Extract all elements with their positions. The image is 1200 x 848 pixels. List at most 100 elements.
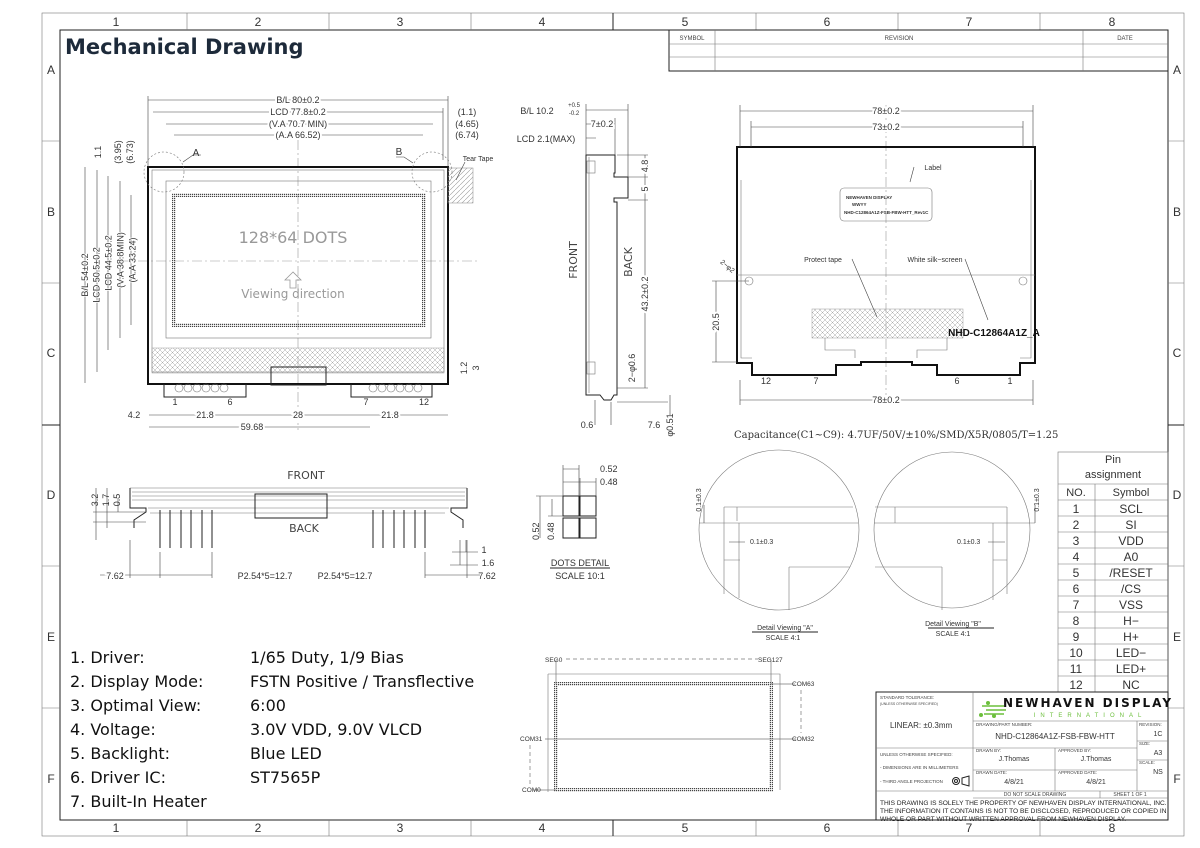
back-view-label: Label <box>924 165 942 172</box>
dots-detail-dims-0: 0.52 <box>600 464 618 474</box>
front-view-dots: 128*64 DOTS <box>239 228 348 247</box>
title-block-approved-date: 4/8/21 <box>1086 779 1106 786</box>
front-view-tear-tape: Tear Tape <box>463 156 494 163</box>
title-block-projection: - THIRD ANGLE PROJECTION <box>880 779 943 784</box>
grid-rows-0: A <box>1173 63 1181 77</box>
dots-detail-dims-1: 0.48 <box>600 477 618 487</box>
pin-assignment-headers-0: NO. <box>1066 487 1086 499</box>
front-view-bottom-dims-0: 4.2 <box>128 410 141 420</box>
pin-symbol: LED+ <box>1116 662 1146 676</box>
back-view-capacitance: Capacitance(C1~C9): 4.7UF/50V/±10%/SMD/X… <box>734 430 1058 441</box>
pin-symbol: A0 <box>1124 550 1139 564</box>
front-view-off-aa: (6.74) <box>455 130 479 140</box>
detail-a-dim2: 0.1±0.3 <box>696 488 703 511</box>
back-view-pins-3: 1 <box>1007 376 1012 386</box>
pin-number: 5 <box>1073 566 1080 580</box>
side-view-dims-1: 5 <box>640 186 650 191</box>
detail-a-title: Detail Viewing "A" <box>757 625 813 632</box>
front-view-bottom-dims-1: 21.8 <box>196 410 214 420</box>
front-view-top-2: (3.95) <box>113 140 123 164</box>
back-view-holes: 2−φ2 <box>718 259 735 275</box>
title-block-approved-by-label: APPROVED BY: <box>1058 748 1091 753</box>
bottom-view-dims-4: 1 <box>481 545 486 555</box>
side-view-lcd: LCD 2.1(MAX) <box>517 134 576 144</box>
dots-detail-dims-3: 0.48 <box>546 522 556 540</box>
bottom-view-dims-2: P2.54*5=12.7 <box>318 571 373 581</box>
pin-number: 3 <box>1073 534 1080 548</box>
newhaven-logo-icon <box>979 701 1006 718</box>
title-block-no-scale: DO NOT SCALE DRAWING <box>1004 792 1067 798</box>
front-view-aa-height: (A.A 33.24) <box>128 237 138 282</box>
front-view-bottom-dims-2: 28 <box>293 410 303 420</box>
pin-number: 12 <box>1069 678 1083 692</box>
grid-columns-0: 1 <box>113 15 120 29</box>
pin-symbol: VDD <box>1118 534 1144 548</box>
front-view-va-width: (V.A 70.7 MIN) <box>269 119 327 129</box>
product-label: NEWHAVEN DISPLAY WWYY NHD-C12864A1Z-FSB-… <box>844 195 929 215</box>
front-view-viewing: Viewing direction <box>241 287 344 301</box>
pin-number: 10 <box>1069 646 1083 660</box>
grid-columns-6: 7 <box>966 15 973 29</box>
side-view-bl-thick: B/L 10.2 <box>520 106 553 116</box>
detail-b-title: Detail Viewing "B" <box>925 621 981 628</box>
back-view-h: 20.5 <box>711 313 721 331</box>
grid-columns-2: 3 <box>397 15 404 29</box>
grid-columns-0: 1 <box>113 821 120 835</box>
front-view-pin-labels-0: 1 <box>172 397 177 407</box>
title-block-size: A3 <box>1154 750 1163 757</box>
front-view-pin-labels-1: 6 <box>227 397 232 407</box>
grid-rows-3: D <box>1173 488 1182 502</box>
back-view-silk-text: NHD-C12864A1Z_A <box>948 328 1040 339</box>
side-view-back: BACK <box>622 246 635 277</box>
detail-a-scale: SCALE 4:1 <box>766 635 801 642</box>
title-block-drawn-by-label: DRAWN BY: <box>976 748 1001 753</box>
tear-tape <box>447 167 474 204</box>
side-view-depth: 7±0.2 <box>591 119 613 129</box>
dots-detail-title: DOTS DETAIL <box>551 558 609 568</box>
title-block-revision: 1C <box>1154 731 1163 738</box>
side-view-bottom-0: 0.6 <box>581 420 594 430</box>
grid-columns-1: 2 <box>255 821 262 835</box>
spec-label: 7. Built-In Heater <box>70 792 207 811</box>
bottom-view-dims-3: 7.62 <box>478 571 496 581</box>
grid-columns-5: 6 <box>824 821 831 835</box>
spec-value: ST7565P <box>250 768 321 787</box>
grid-rows-4: E <box>47 630 55 644</box>
bottom-view-dims-1: P2.54*5=12.7 <box>238 571 293 581</box>
front-view-bl-height: B/L 54±0.2 <box>80 253 90 296</box>
title-block-tolerance-label: STANDARD TOLERANCE: <box>880 695 934 700</box>
segment-map-com0: COM0 <box>522 787 541 794</box>
front-view-right-dims-0: 1.2 <box>459 362 469 375</box>
segment-map-com63: COM63 <box>792 681 815 688</box>
front-view-bottom-dims-4: 59.68 <box>241 422 264 432</box>
revision-table-date: DATE <box>1117 36 1133 42</box>
spec-label: 6. Driver IC: <box>70 768 166 787</box>
back-view-label-lines-2: NHD-C12864A1Z-FSB-FBW-HTT_Rev1C <box>844 210 929 215</box>
title-block-revision-label: REVISION: <box>1139 722 1162 727</box>
back-view-pins-0: 12 <box>761 376 771 386</box>
front-view-pin-labels-2: 7 <box>363 397 368 407</box>
back-view: 78±0.2 73±0.2 78±0.2 Label Protect tape … <box>709 104 1058 441</box>
title-block-scale-label: SCALE: <box>1139 760 1155 765</box>
table-rule <box>1058 483 1168 692</box>
back-view-label-lines-0: NEWHAVEN DISPLAY <box>846 195 892 200</box>
title-block-scale: NS <box>1153 769 1163 776</box>
title-block-tolerance-sub: (UNLESS OTHERWISE SPECIFIED) <box>880 702 938 706</box>
viewing-direction-arrow-icon <box>284 271 302 289</box>
segment-map-seg0: SEG0 <box>545 657 563 664</box>
revision-table-revision: REVISION <box>885 36 914 42</box>
bottom-view-left-dims-1: 1.7 <box>101 494 111 507</box>
front-view-aa-width: (A.A 66.52) <box>275 130 320 140</box>
front-view-bottom-dims-3: 21.8 <box>381 410 399 420</box>
title-block-mm: - DIMENSIONS ARE IN MILLIMETERS <box>880 765 959 770</box>
sheet-frame <box>41 12 1185 837</box>
segment-map-seg127: SEG127 <box>758 657 783 664</box>
pin-symbol: VSS <box>1119 598 1143 612</box>
side-view-dims-0: 4.8 <box>640 160 650 173</box>
